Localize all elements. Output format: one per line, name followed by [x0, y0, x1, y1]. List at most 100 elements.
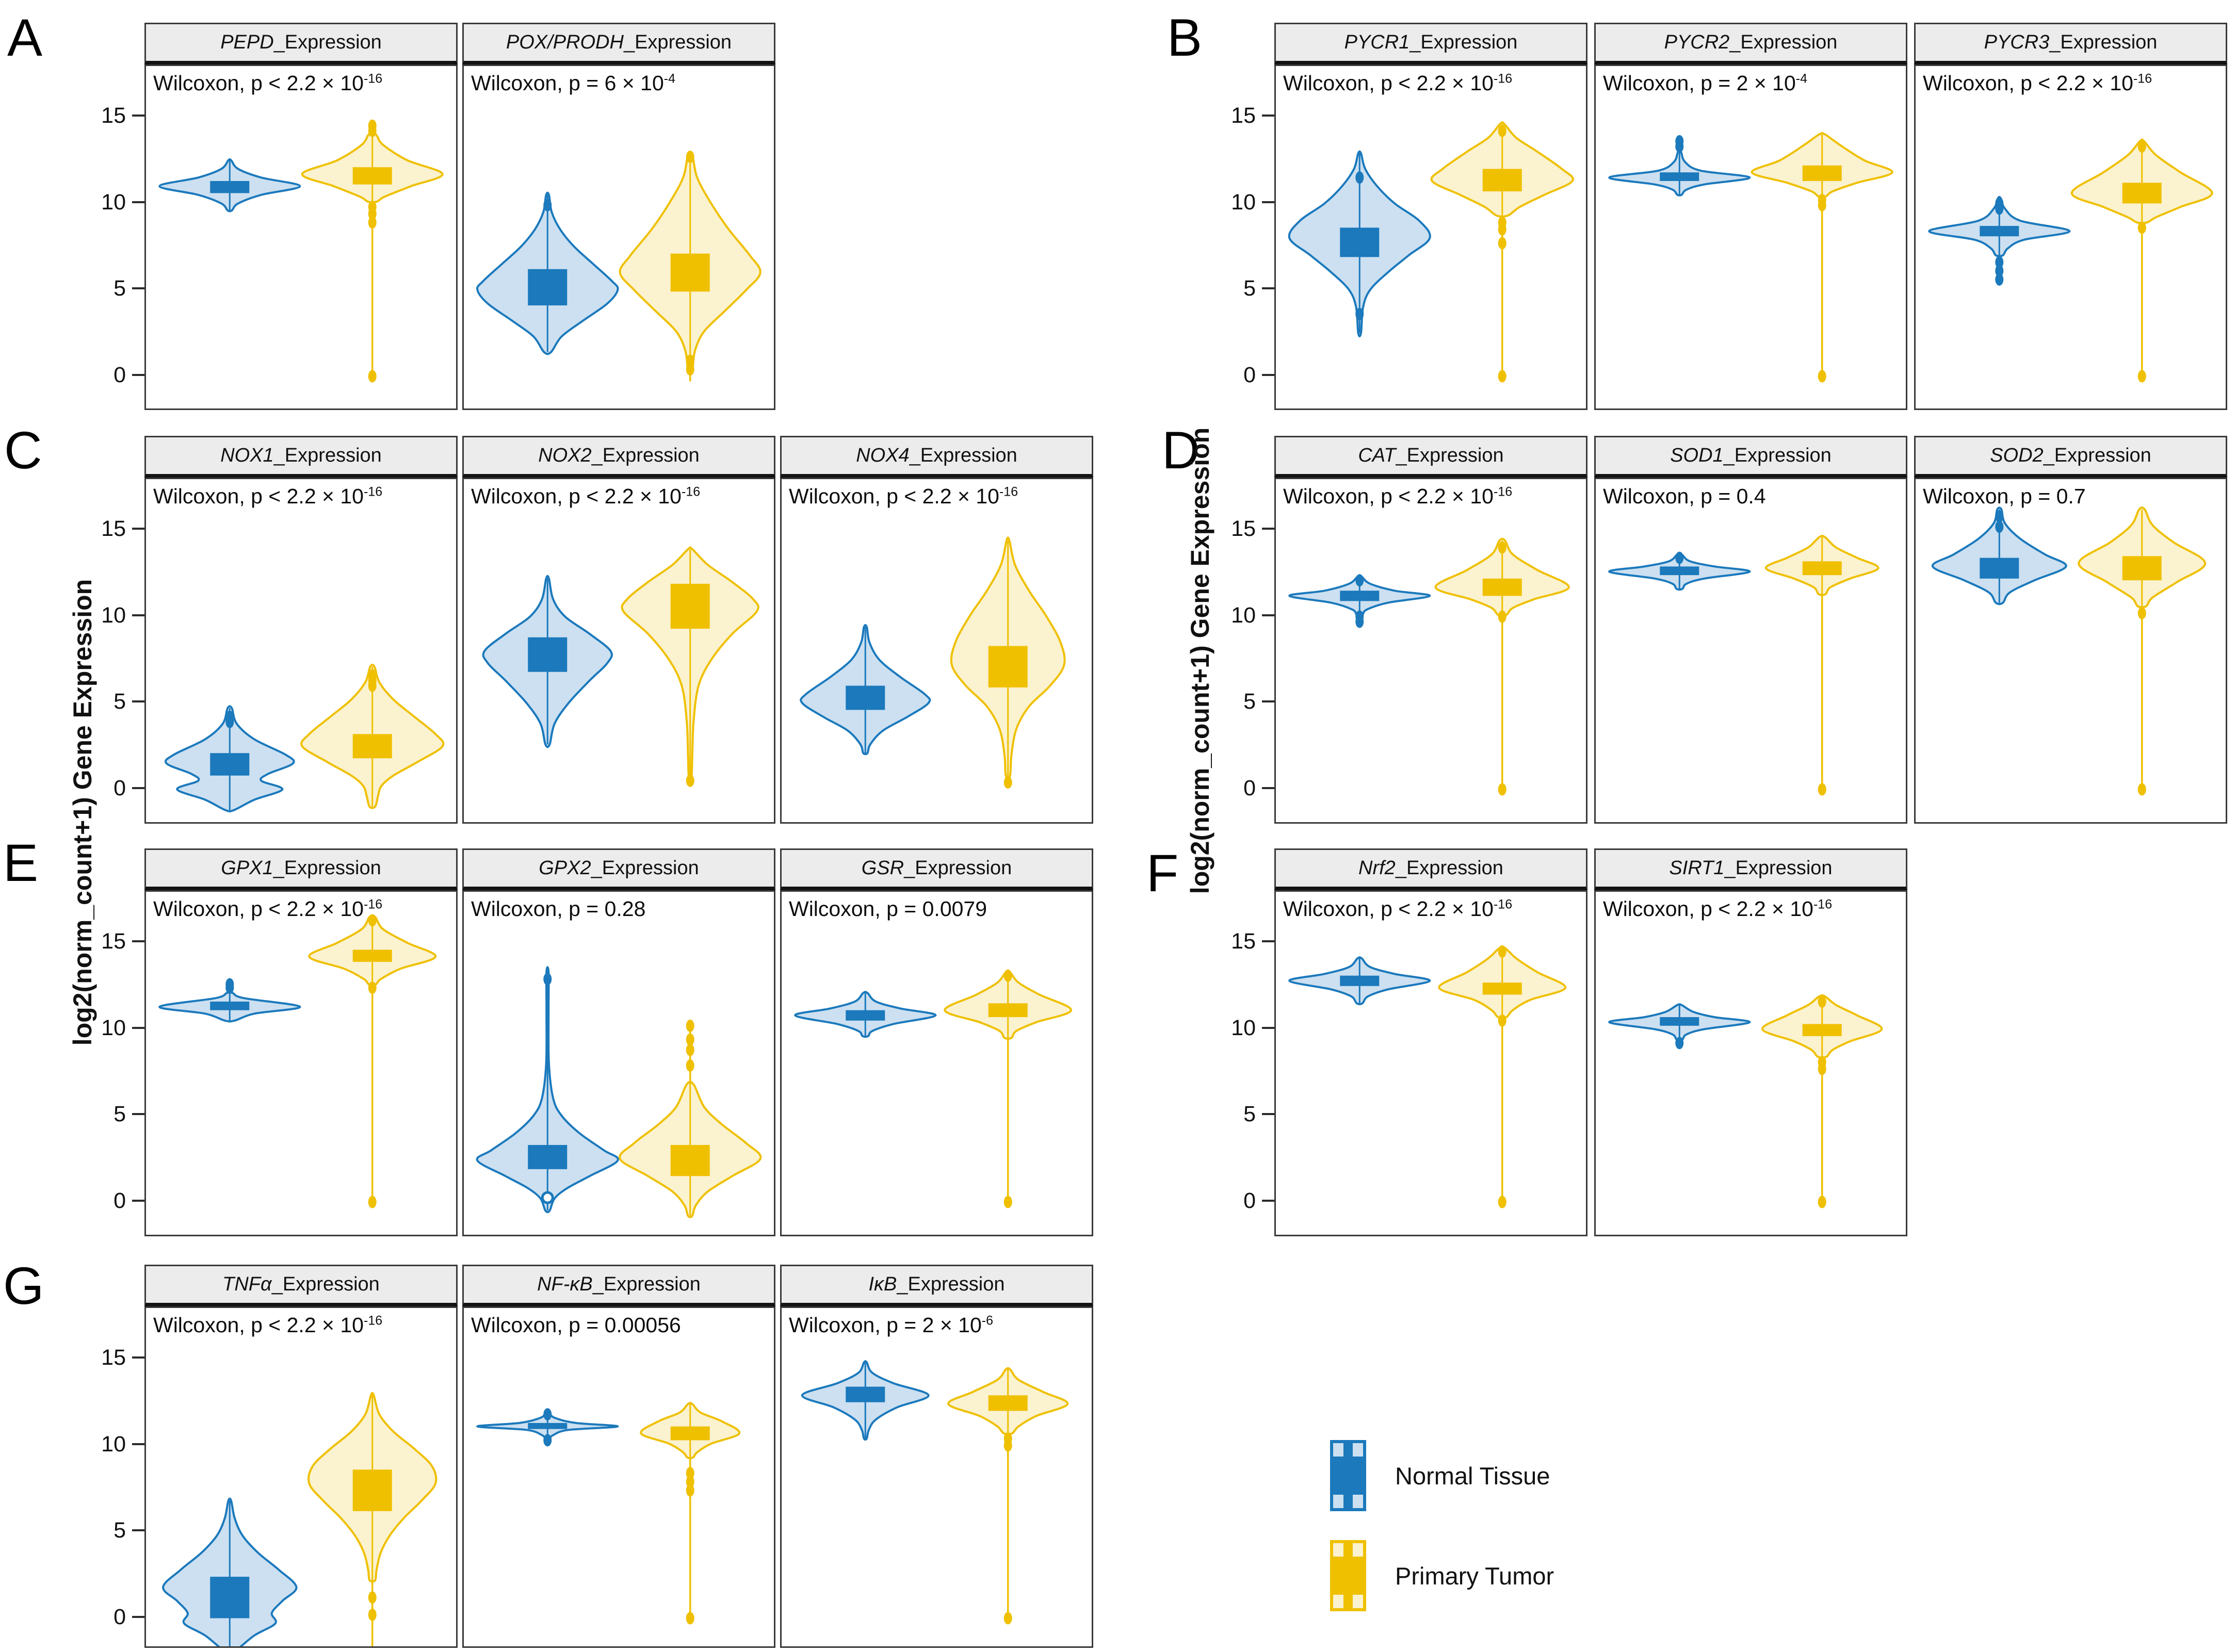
facet-strip: NOX4_Expression [780, 436, 1093, 478]
y-tick-mark [132, 1443, 144, 1445]
outlier-dot [1675, 551, 1684, 564]
y-tick-label: 10 [101, 1431, 126, 1457]
iqr-box [1340, 591, 1380, 601]
y-tick-mark [132, 1615, 144, 1618]
p-value-label: Wilcoxon, p = 0.4 [1603, 484, 1766, 508]
outlier-dot [1498, 1014, 1506, 1027]
violin-chart [1288, 945, 1567, 1208]
y-tick-label: 15 [101, 1345, 126, 1370]
facet-plot: Wilcoxon, p < 2.2 × 10-16 [780, 478, 1093, 824]
violin-chart [1928, 138, 2213, 383]
y-tick-mark [132, 201, 144, 203]
iqr-box [2122, 183, 2162, 204]
y-tick-mark [132, 1026, 144, 1029]
iqr-box [1802, 1024, 1842, 1036]
y-tick-label: 0 [1243, 775, 1256, 800]
facet-plot: Wilcoxon, p = 0.7 [1914, 478, 2227, 824]
outlier-dot [1818, 783, 1826, 796]
outlier-dot [686, 1475, 694, 1488]
facet-strip: SIRT1_Expression [1594, 848, 1907, 890]
outlier-dot [686, 1484, 694, 1497]
outlier-dot [1498, 610, 1506, 623]
iqr-box [670, 253, 710, 292]
y-tick-label: 5 [114, 689, 126, 714]
outlier-dot [1498, 1196, 1506, 1208]
y-tick-label: 15 [1231, 516, 1256, 541]
p-value-label: Wilcoxon, p < 2.2 × 10-16 [153, 71, 383, 95]
outlier-dot [1498, 945, 1506, 958]
facet-plot: Wilcoxon, p = 2 × 10-6 [780, 1306, 1093, 1648]
iqr-box [988, 1395, 1028, 1411]
outlier-dot [686, 1059, 694, 1072]
outlier-dot [1003, 776, 1012, 789]
violin-chart [162, 1392, 438, 1646]
facet-plot: Wilcoxon, p < 2.2 × 10-16 [462, 478, 775, 824]
outlier-dot [1498, 223, 1506, 236]
violin-chart [476, 966, 762, 1218]
facet-strip: PYCR1_Expression [1274, 23, 1587, 64]
outlier-dot [368, 124, 377, 137]
facet-plot: Wilcoxon, p < 2.2 × 10-16 [1274, 64, 1587, 410]
iqr-box [670, 583, 710, 629]
iqr-box [846, 1010, 885, 1021]
p-value-label: Wilcoxon, p < 2.2 × 10-16 [153, 484, 383, 508]
facet-strip: Nrf2_Expression [1274, 848, 1587, 890]
y-tick-label: 15 [101, 929, 126, 954]
outlier-dot [1818, 370, 1826, 383]
p-value-label: Wilcoxon, p < 2.2 × 10-16 [153, 1313, 383, 1337]
y-tick-label: 0 [1243, 1188, 1256, 1213]
outlier-dot [1003, 1612, 1012, 1625]
facet-plot: Wilcoxon, p = 6 × 10-4 [462, 64, 775, 410]
outlier-dot [686, 1467, 694, 1480]
outlier-dot [1003, 1439, 1012, 1452]
iqr-box [528, 1144, 568, 1169]
p-value-label: Wilcoxon, p = 6 × 10-4 [471, 71, 675, 95]
facet-plot: Wilcoxon, p < 2.2 × 10-16 [1914, 64, 2227, 410]
outlier-dot [686, 363, 694, 376]
outlier-dot [1818, 1062, 1826, 1075]
y-tick-mark [132, 1529, 144, 1531]
outlier-dot [686, 1033, 694, 1046]
iqr-box [210, 1001, 250, 1010]
outlier-dot [1995, 265, 2004, 277]
y-tick-mark [1262, 614, 1274, 616]
facet-plot: Wilcoxon, p = 0.00056 [462, 1306, 775, 1648]
y-tick-mark [1262, 115, 1274, 117]
iqr-box [528, 1422, 568, 1429]
y-tick-mark [132, 115, 144, 117]
y-tick-label: 0 [1243, 362, 1256, 387]
y-tick-mark [1262, 940, 1274, 942]
outlier-dot [1355, 307, 1364, 320]
iqr-box [670, 1426, 710, 1441]
outlier-dot [1995, 520, 2004, 533]
primary-tumor-violin-key-icon [1330, 1540, 1366, 1611]
outlier-dot [1818, 199, 1826, 211]
iqr-box [528, 269, 568, 306]
iqr-box [846, 685, 885, 710]
y-tick-label: 0 [114, 362, 126, 387]
p-value-label: Wilcoxon, p = 0.0079 [789, 897, 987, 921]
y-tick-mark [132, 1199, 144, 1202]
outlier-dot [2137, 607, 2146, 619]
violin-chart [794, 969, 1073, 1208]
outlier-dot [225, 715, 234, 728]
outlier-dot [368, 1591, 377, 1604]
outlier-dot [686, 774, 694, 787]
iqr-box [1802, 561, 1842, 576]
violin-chart [158, 914, 437, 1208]
p-value-label: Wilcoxon, p < 2.2 × 10-16 [1923, 71, 2152, 95]
y-tick-label: 15 [101, 516, 126, 541]
iqr-box [352, 1469, 392, 1511]
violin-chart [1932, 506, 2207, 796]
p-value-label: Wilcoxon, p = 0.28 [471, 897, 646, 921]
outlier-dot [1498, 370, 1506, 383]
y-tick-label: 10 [101, 189, 126, 215]
facet-plot: Wilcoxon, p < 2.2 × 10-16 [144, 64, 458, 410]
violin-chart [164, 663, 445, 813]
p-value-label: Wilcoxon, p < 2.2 × 10-16 [1283, 71, 1513, 95]
facet-strip: SOD1_Expression [1594, 436, 1907, 478]
facet-strip: POX/PRODH_Expression [462, 23, 775, 64]
y-tick-label: 5 [1243, 276, 1256, 301]
outlier-dot [368, 914, 377, 927]
